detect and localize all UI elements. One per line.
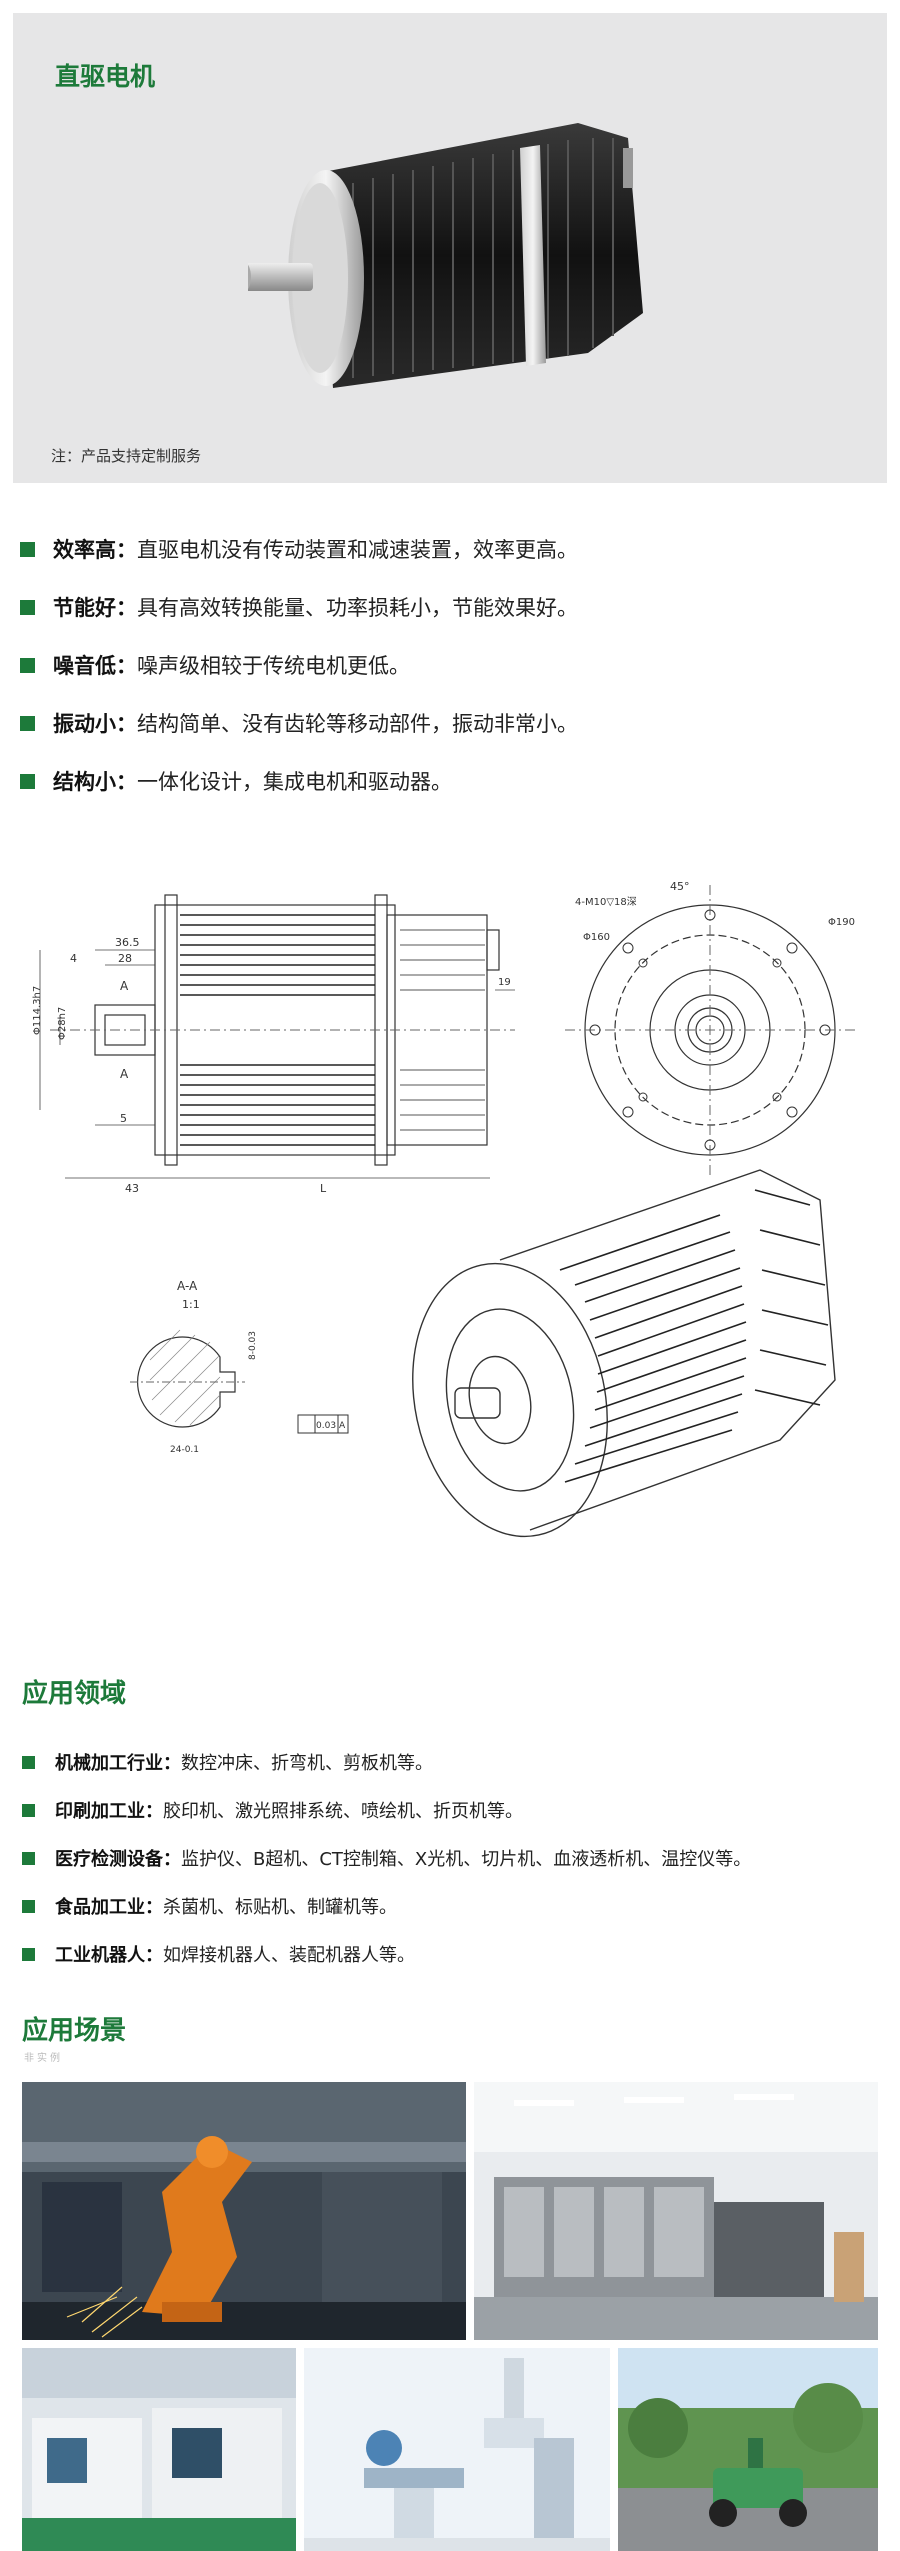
application-item: 机械加工行业：数控冲床、折弯机、剪板机等。 [22, 1738, 892, 1786]
feature-label: 节能好： [53, 596, 137, 620]
feature-label: 噪音低： [53, 654, 137, 678]
dim-24: 24-0.1 [170, 1445, 199, 1455]
customization-note: 注：产品支持定制服务 [51, 447, 202, 465]
motor-product-image [248, 123, 643, 388]
bullet-square-icon [20, 715, 35, 731]
scenes-title: 应用场景 [22, 2016, 127, 2046]
feature-label: 结构小： [53, 770, 137, 794]
feature-text: 结构简单、没有齿轮等移动部件，振动非常小。 [137, 712, 578, 736]
feature-item: 振动小：结构简单、没有齿轮等移动部件，振动非常小。 [20, 694, 880, 752]
dim-28: 28 [118, 952, 132, 965]
feature-item: 噪音低：噪声级相较于传统电机更低。 [20, 636, 880, 694]
bullet-square-icon [22, 1899, 35, 1913]
feature-text: 具有高效转换能量、功率损耗小，节能效果好。 [137, 596, 578, 620]
dim-19: 19 [498, 977, 511, 988]
application-item: 食品加工业：杀菌机、标贴机、制罐机等。 [22, 1882, 892, 1930]
feature-text: 一体化设计，集成电机和驱动器。 [137, 770, 452, 794]
bullet-square-icon [20, 657, 35, 673]
feature-label: 振动小： [53, 712, 137, 736]
hero-banner: 直驱电机 [13, 13, 887, 483]
section-title: A-A [177, 1279, 198, 1293]
section-mark-a-bottom: A [120, 1067, 129, 1081]
tolerance-datum: A [339, 1421, 346, 1431]
dim-d114: Φ114.3h7 [32, 986, 43, 1035]
scene-photo-welding-robot [22, 2082, 466, 2340]
application-text: 监护仪、B超机、CT控制箱、X光机、切片机、血液透析机、温控仪等。 [181, 1849, 752, 1870]
technical-drawing: Φ114.3h7 Φ28h7 36.5 28 4 A A 5 43 L 19 4… [32, 880, 855, 1538]
feature-item: 结构小：一体化设计，集成电机和驱动器。 [20, 752, 880, 810]
application-label: 医疗检测设备： [55, 1849, 181, 1870]
dim-4: 4 [70, 952, 77, 965]
section-scale: 1:1 [182, 1298, 200, 1311]
application-list: 机械加工行业：数控冲床、折弯机、剪板机等。 印刷加工业：胶印机、激光照排系统、喷… [22, 1738, 892, 1978]
dim-d28: Φ28h7 [57, 1007, 68, 1040]
feature-label: 效率高： [53, 538, 137, 562]
dim-43: 43 [125, 1182, 139, 1195]
dim-L: L [320, 1182, 327, 1195]
feature-text: 噪声级相较于传统电机更低。 [137, 654, 410, 678]
scene-photo-medical-xray [304, 2348, 610, 2551]
application-item: 医疗检测设备：监护仪、B超机、CT控制箱、X光机、切片机、血液透析机、温控仪等。 [22, 1834, 892, 1882]
bullet-square-icon [22, 1755, 35, 1769]
scene-photo-cnc-machines [22, 2348, 296, 2551]
bullet-square-icon [20, 773, 35, 789]
application-label: 印刷加工业： [55, 1801, 163, 1822]
scene-photo-printing-press [474, 2082, 878, 2340]
tolerance-value: 0.03 [316, 1421, 336, 1431]
scene-photo-outdoor-robot [618, 2348, 878, 2551]
dim-d160: Φ160 [583, 932, 610, 943]
application-text: 胶印机、激光照排系统、喷绘机、折页机等。 [163, 1801, 523, 1822]
bullet-square-icon [20, 541, 35, 557]
product-title: 直驱电机 [55, 62, 156, 91]
dim-45deg: 45° [670, 880, 690, 893]
bullet-square-icon [20, 599, 35, 615]
dim-d190: Φ190 [828, 917, 855, 928]
bullet-square-icon [22, 1851, 35, 1865]
bullet-square-icon [22, 1803, 35, 1817]
bullet-square-icon [22, 1947, 35, 1961]
dim-36-5: 36.5 [115, 936, 140, 949]
application-item: 工业机器人：如焊接机器人、装配机器人等。 [22, 1930, 892, 1978]
feature-item: 效率高：直驱电机没有传动装置和减速装置，效率更高。 [20, 520, 880, 578]
applications-title: 应用领域 [22, 1679, 127, 1709]
application-text: 如焊接机器人、装配机器人等。 [163, 1945, 415, 1966]
dim-8: 8-0.03 [248, 1331, 258, 1360]
application-label: 机械加工行业： [55, 1753, 181, 1774]
dim-5: 5 [120, 1112, 127, 1125]
feature-item: 节能好：具有高效转换能量、功率损耗小，节能效果好。 [20, 578, 880, 636]
section-mark-a-top: A [120, 979, 129, 993]
application-label: 食品加工业： [55, 1897, 163, 1918]
application-label: 工业机器人： [55, 1945, 163, 1966]
application-text: 数控冲床、折弯机、剪板机等。 [181, 1753, 433, 1774]
dim-holes: 4-M10▽18深 [575, 896, 637, 908]
feature-list: 效率高：直驱电机没有传动装置和减速装置，效率更高。 节能好：具有高效转换能量、功… [20, 520, 880, 810]
application-text: 杀菌机、标贴机、制罐机等。 [163, 1897, 397, 1918]
scenes-subtitle: 非实例 [24, 2053, 63, 2064]
feature-text: 直驱电机没有传动装置和减速装置，效率更高。 [137, 538, 578, 562]
application-item: 印刷加工业：胶印机、激光照排系统、喷绘机、折页机等。 [22, 1786, 892, 1834]
